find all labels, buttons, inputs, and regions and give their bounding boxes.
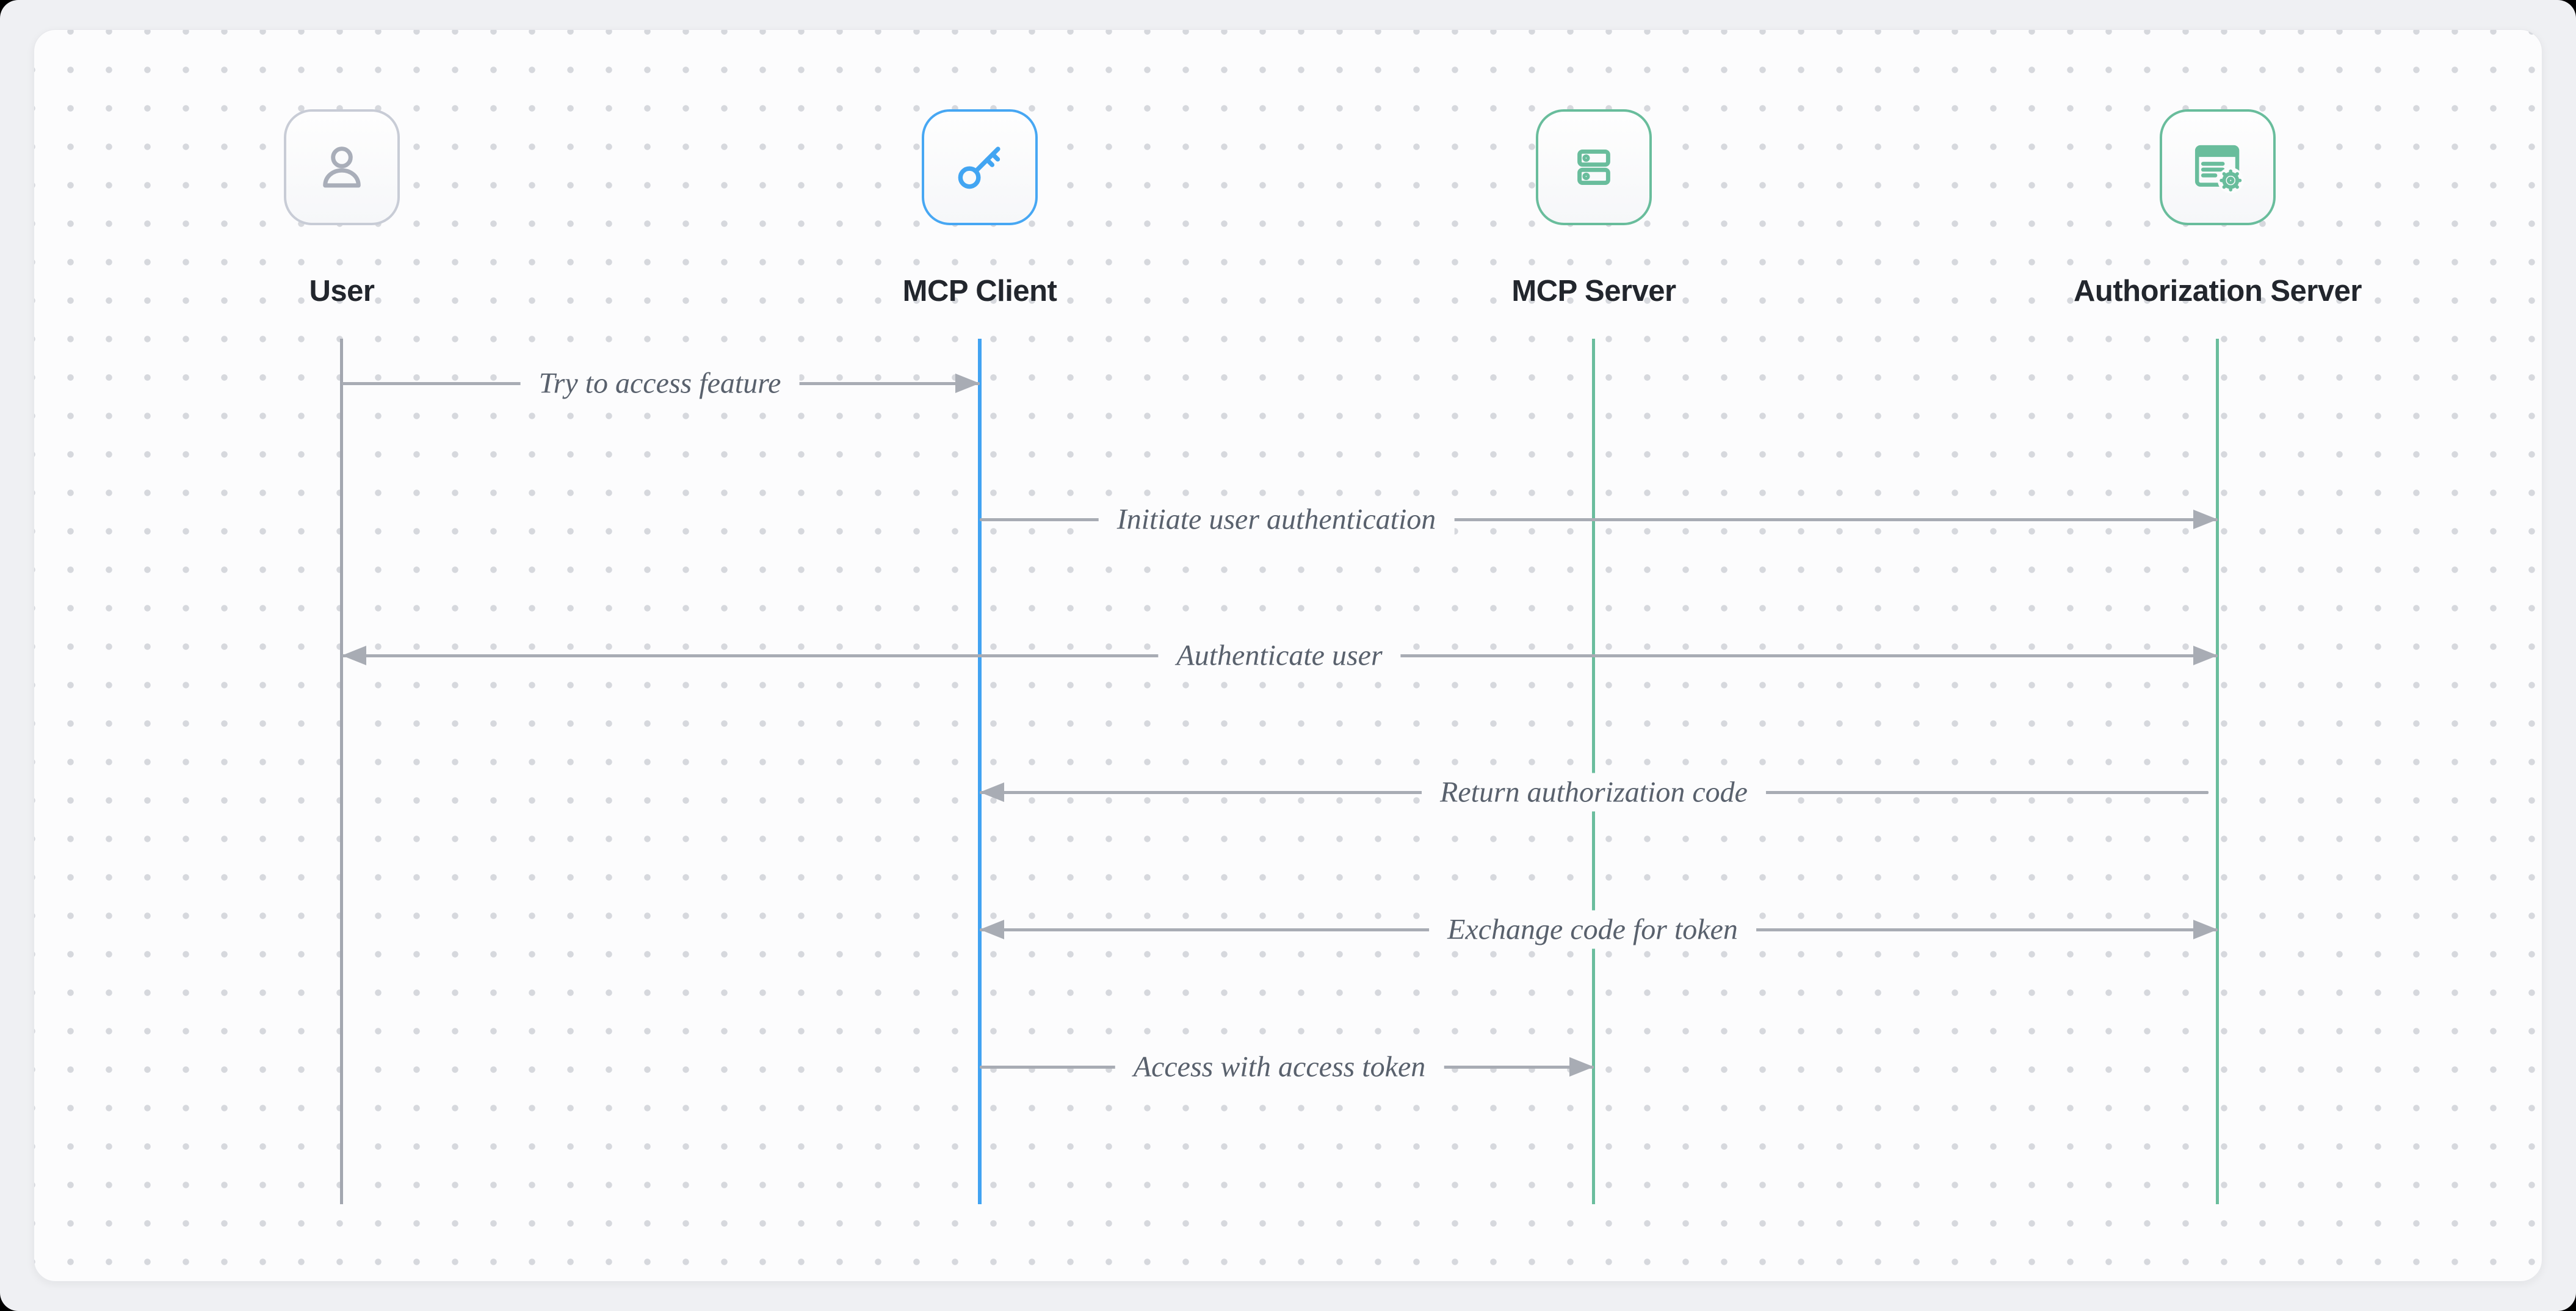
message-label: Exchange code for token bbox=[1429, 910, 1756, 949]
message-label: Return authorization code bbox=[1422, 773, 1766, 812]
server-icon bbox=[1536, 109, 1652, 225]
arrow-right-icon bbox=[955, 374, 980, 393]
arrow-left-icon bbox=[980, 920, 1004, 939]
message-line bbox=[980, 518, 2218, 521]
diagram-canvas: User MCP Client bbox=[34, 29, 2542, 1282]
message-label: Authenticate user bbox=[1158, 636, 1401, 675]
lifeline-user bbox=[340, 339, 343, 1204]
arrow-left-icon bbox=[342, 646, 366, 665]
actor-label: Authorization Server bbox=[2074, 275, 2362, 308]
lifeline-mcp-server bbox=[1592, 339, 1595, 1204]
message-label: Initiate user authentication bbox=[1098, 500, 1455, 539]
person-icon bbox=[284, 109, 400, 225]
lifeline-mcp-client bbox=[978, 339, 982, 1204]
arrow-right-icon bbox=[1569, 1057, 1594, 1077]
actor-label: User bbox=[309, 275, 375, 308]
document-gear-icon bbox=[2160, 109, 2276, 225]
actor-label: MCP Client bbox=[902, 275, 1057, 308]
key-icon bbox=[922, 109, 1038, 225]
lifeline-authorization-server bbox=[2216, 339, 2219, 1204]
message-label: Access with access token bbox=[1115, 1047, 1444, 1086]
arrow-left-icon bbox=[980, 782, 1004, 802]
arrow-right-icon bbox=[2193, 510, 2218, 529]
arrow-right-icon bbox=[2193, 646, 2218, 665]
arrow-right-icon bbox=[2193, 920, 2218, 939]
message-label: Try to access feature bbox=[520, 364, 800, 403]
actor-label: MCP Server bbox=[1511, 275, 1676, 308]
